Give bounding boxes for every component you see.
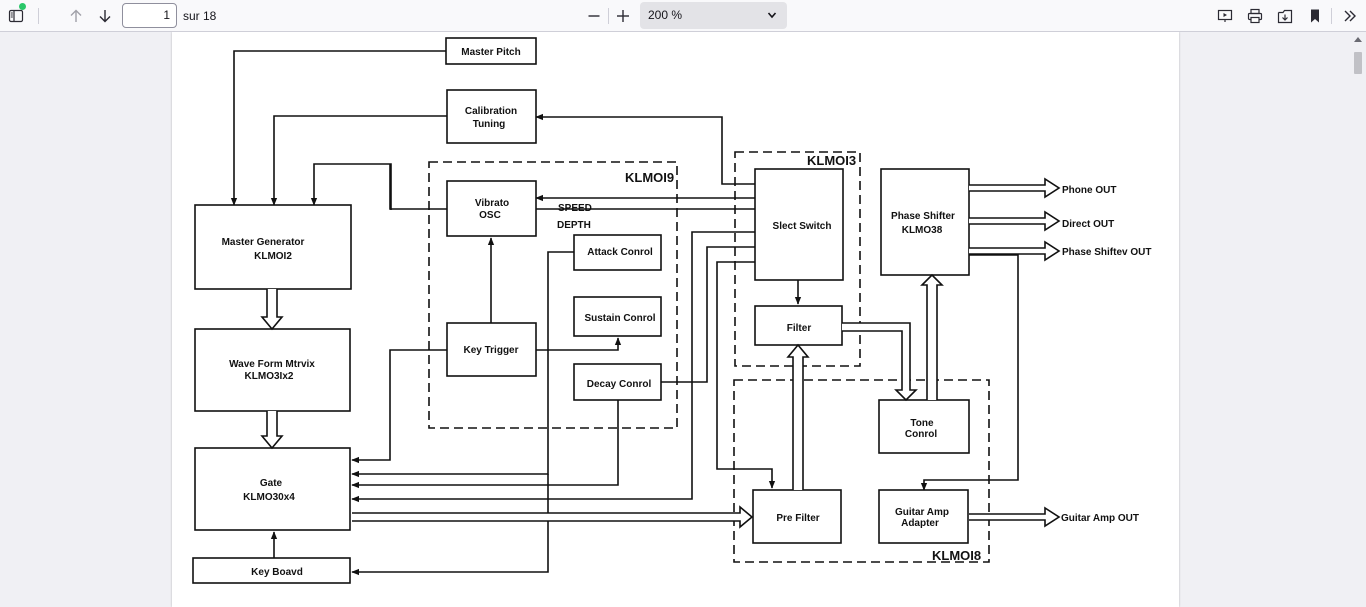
arrow-down-icon <box>99 10 111 23</box>
zoom-in-button[interactable] <box>610 3 636 29</box>
guitar-adapter-label-2: Adapter <box>901 518 939 529</box>
status-dot <box>19 3 26 10</box>
toolbar-divider <box>608 8 609 24</box>
group-klm018 <box>733 379 990 563</box>
zoom-select[interactable]: 200 % <box>640 2 787 29</box>
gate-block <box>194 447 351 531</box>
filter-label: Filter <box>787 323 812 334</box>
group-label-klm013: KLMOI3 <box>807 153 856 168</box>
group-klm019 <box>428 161 678 429</box>
tone-label-2: Conrol <box>905 429 937 440</box>
master-generator-label-1: Master Generator <box>222 237 305 248</box>
select-switch-block <box>754 168 844 281</box>
zoom-out-button[interactable] <box>581 3 607 29</box>
bookmark-icon <box>1311 9 1319 23</box>
minus-icon <box>588 15 600 17</box>
plus-icon <box>617 10 629 22</box>
calibration-label-2: Tuning <box>473 119 506 130</box>
block-diagram: Master Pitch Calibration Tuning Master G… <box>192 37 1151 584</box>
page-number-input[interactable]: 1 <box>122 3 177 28</box>
phone-out-label: Phone OUT <box>1062 185 1116 196</box>
zoom-value: 200 % <box>648 8 683 22</box>
key-board-label: Key Boavd <box>251 567 303 578</box>
wave-form-label-2: KLMO3Ix2 <box>245 371 294 382</box>
print-icon <box>1247 8 1263 24</box>
attack-label: Attack Conrol <box>587 247 653 258</box>
gate-label-1: Gate <box>260 478 283 489</box>
phase-shifter-label-2: KLMO38 <box>902 225 943 236</box>
arrow-up-icon <box>70 9 82 22</box>
sustain-label: Sustain Conrol <box>584 313 655 324</box>
double-chevron-icon <box>1344 10 1356 22</box>
wave-form-block <box>194 328 351 412</box>
direct-out-label: Direct OUT <box>1062 219 1114 230</box>
tools-menu-button[interactable] <box>1337 3 1363 29</box>
pre-filter-label: Pre Filter <box>776 513 819 524</box>
vibrato-label-1: Vibrato <box>475 198 509 209</box>
page-count: sur 18 <box>183 9 217 23</box>
group-klm013 <box>734 151 861 367</box>
scroll-thumb[interactable] <box>1354 52 1362 74</box>
phase-shifter-block <box>880 168 970 276</box>
calibration-label-1: Calibration <box>465 106 517 117</box>
guitar-out-label: Guitar Amp OUT <box>1061 513 1139 524</box>
sustain-block <box>573 296 662 337</box>
tone-control-block <box>878 399 970 454</box>
document-viewer: Master Pitch Calibration Tuning Master G… <box>0 32 1366 607</box>
presentation-icon <box>1217 9 1233 22</box>
presentation-mode-button[interactable] <box>1212 3 1238 29</box>
wave-form-label-1: Wave Form Mtrvix <box>229 359 315 370</box>
toolbar-divider <box>1331 8 1332 24</box>
decay-label: Decay Conrol <box>587 379 652 390</box>
previous-page-button[interactable] <box>63 3 89 29</box>
master-pitch-label: Master Pitch <box>461 47 520 58</box>
chevron-down-icon <box>767 12 777 19</box>
save-button[interactable] <box>1272 3 1298 29</box>
next-page-button[interactable] <box>92 3 118 29</box>
vibrato-label-2: OSC <box>479 210 501 221</box>
speed-label: SPEED <box>558 203 592 214</box>
toolbar-divider <box>38 8 39 24</box>
vertical-scrollbar[interactable] <box>1349 32 1366 607</box>
tone-label-1: Tone <box>910 418 934 429</box>
key-trigger-label: Key Trigger <box>463 345 518 356</box>
group-label-klm018: KLMOI8 <box>932 548 981 563</box>
bookmark-button[interactable] <box>1302 3 1328 29</box>
phase-shifter-label-1: Phase Shifter <box>891 211 955 222</box>
print-button[interactable] <box>1242 3 1268 29</box>
select-switch-label: Slect Switch <box>773 221 832 232</box>
scroll-up-arrow-icon[interactable] <box>1354 37 1362 42</box>
pdf-page: Master Pitch Calibration Tuning Master G… <box>172 32 1179 607</box>
pdf-toolbar: 1 sur 18 200 % <box>0 0 1366 32</box>
sidebar-toggle-icon <box>8 9 24 23</box>
guitar-adapter-label-1: Guitar Amp <box>895 507 949 518</box>
group-label-klm019: KLMOI9 <box>625 170 674 185</box>
depth-label: DEPTH <box>557 220 591 231</box>
key-board-block <box>192 557 351 584</box>
sidebar-toggle-button[interactable] <box>3 3 29 29</box>
master-generator-label-2: KLMOI2 <box>254 251 292 262</box>
phase-out-label: Phase Shiftev OUT <box>1062 247 1151 258</box>
save-icon <box>1277 9 1293 24</box>
gate-label-2: KLMO30x4 <box>243 492 295 503</box>
